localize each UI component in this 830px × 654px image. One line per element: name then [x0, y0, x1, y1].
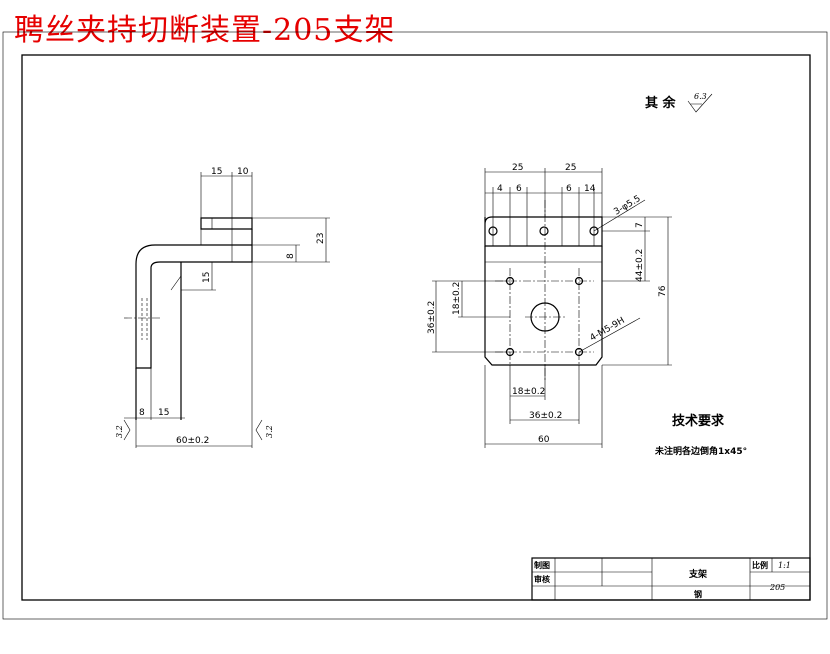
dim-side-top-b: 10 [237, 167, 249, 177]
drawing-title: 聘丝夹持切断装置-205支架 [14, 13, 396, 48]
tb-material: 钢 [694, 589, 702, 599]
dim-side-top-a: 15 [211, 167, 222, 177]
surface-roughness-note: 其 余 6.3 [645, 92, 713, 113]
dim-front-bottom-total: 60 [538, 435, 550, 445]
note-m5-holes: 4-M5-9H [589, 316, 627, 344]
dim-side-height: 23 [316, 233, 326, 244]
dim-front-left-outer: 36±0.2 [427, 301, 437, 334]
dim-front-right-total: 76 [658, 285, 668, 297]
surface-note-value: 6.3 [694, 92, 707, 101]
rough-side-right: 3.2 [265, 425, 274, 438]
dim-side-width: 60±0.2 [176, 436, 209, 446]
tb-part-name: 支架 [688, 568, 707, 580]
surface-note-label: 其 余 [645, 95, 677, 111]
tb-drawn-label: 制图 [534, 560, 550, 570]
dim-front-hole-l2: 6 [516, 184, 522, 194]
rough-side-left: 3.2 [115, 425, 124, 438]
dim-front-hole-r1: 6 [566, 184, 572, 194]
dim-front-top-left: 25 [512, 163, 523, 173]
dim-front-top-right: 25 [565, 163, 576, 173]
dim-front-hole-r2: 14 [584, 184, 596, 194]
tech-heading: 技术要求 [672, 413, 725, 429]
front-view: 25 25 4 6 6 14 3-φ5.5 7 44±0.2 76 36±0.2… [427, 163, 672, 448]
inner-border [21, 54, 811, 601]
roughness-symbol-icon [687, 93, 713, 113]
technical-requirements: 技术要求 未注明各边倒角1x45° [654, 413, 747, 457]
dim-front-bottom-mid: 36±0.2 [529, 411, 562, 421]
dim-side-bottom-a: 8 [139, 408, 145, 418]
title-block: 制图 审核 支架 比例 1:1 钢 205 [531, 557, 811, 601]
dim-front-left-inner: 18±0.2 [452, 282, 462, 315]
note-top-holes: 3-φ5.5 [612, 194, 642, 218]
side-view: 15 10 23 8 15 8 15 3.2 3.2 60±0.2 [115, 167, 330, 448]
dim-front-right-mid: 44±0.2 [635, 249, 645, 282]
dim-side-bottom-b: 15 [158, 408, 169, 418]
top-flange [200, 217, 253, 230]
dim-front-right-small: 7 [635, 222, 645, 228]
dim-side-inner: 15 [202, 272, 212, 283]
tb-scale-value: 1:1 [778, 561, 791, 570]
outer-border [2, 31, 828, 620]
l-bracket-body [135, 229, 253, 369]
dim-front-hole-l1: 4 [497, 184, 503, 194]
main-plate [484, 246, 603, 366]
tb-scale-label: 比例 [752, 560, 768, 570]
roughness-left-icon [123, 419, 131, 441]
tb-check-label: 审核 [534, 574, 550, 584]
roughness-right-icon [255, 419, 263, 441]
tb-part-no: 205 [769, 583, 785, 592]
dim-side-thick: 8 [286, 253, 296, 259]
hole-top-2 [539, 226, 549, 236]
tech-note: 未注明各边倒角1x45° [654, 445, 747, 457]
dim-front-bottom-inner: 18±0.2 [512, 387, 545, 397]
top-tab [484, 216, 603, 247]
